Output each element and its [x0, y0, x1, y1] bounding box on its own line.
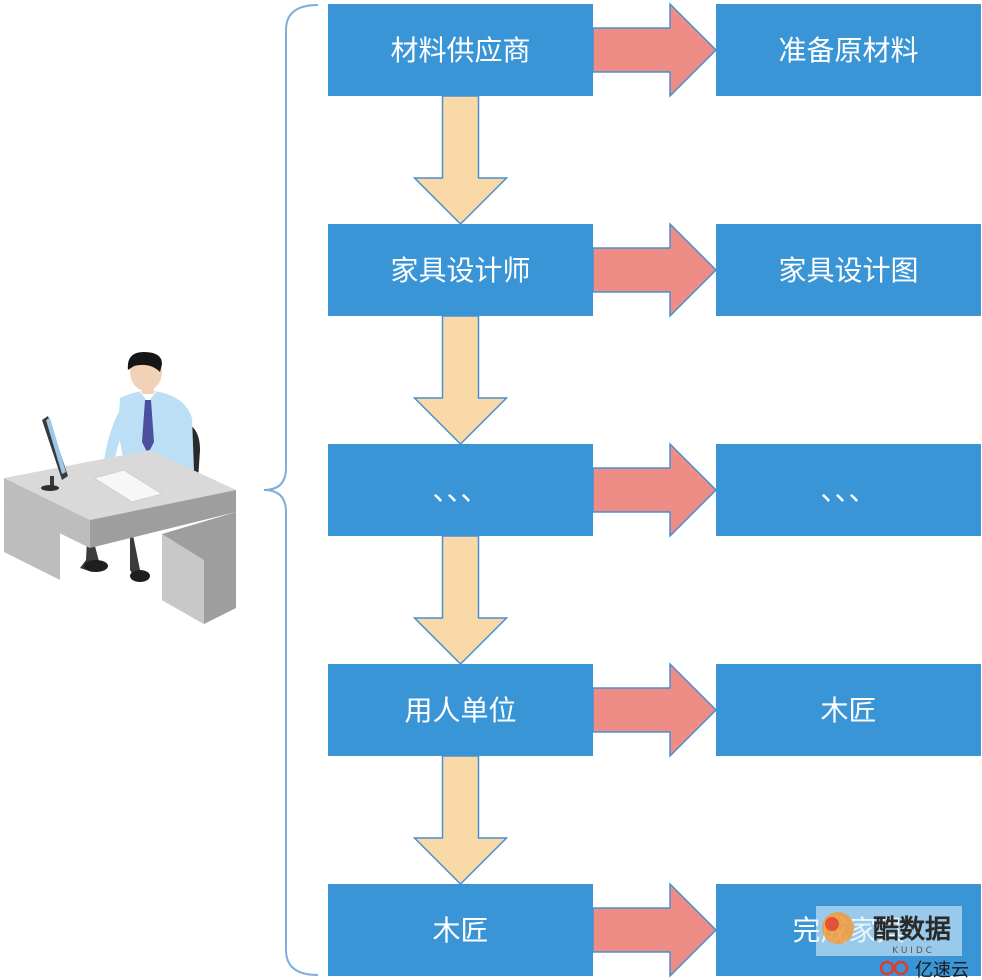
box-left-3 [328, 444, 593, 536]
right-arrow-1 [592, 2, 718, 98]
watermark: 酷数据 K U I D C 亿速云 [816, 906, 969, 980]
right-arrow-5 [592, 882, 718, 978]
box-right-1-label: 准备原材料 [778, 34, 918, 67]
person-at-desk-illustration [4, 352, 236, 624]
box-right-2 [716, 224, 981, 316]
watermark-sub-text: K U I D C [892, 946, 932, 956]
box-left-5-label: 木匠 [432, 914, 488, 947]
brace [263, 4, 319, 976]
down-arrow-1 [412, 95, 509, 226]
down-arrow-4 [412, 755, 509, 886]
down-arrow-2 [412, 315, 509, 446]
brand-text: 亿速云 [915, 960, 969, 980]
box-left-1-label: 材料供应商 [390, 34, 530, 67]
box-left-4 [328, 664, 593, 756]
box-right-4-label: 木匠 [820, 694, 876, 727]
right-arrow-4 [592, 662, 718, 758]
box-right-4 [716, 664, 981, 756]
box-right-1 [716, 4, 981, 96]
cloud-logo-icon [879, 960, 909, 976]
box-left-5 [328, 884, 593, 976]
watermark-logo-icon [822, 912, 854, 944]
box-left-2-label: 家具设计师 [390, 254, 530, 287]
down-arrow-3 [412, 535, 509, 666]
box-left-4-label: 用人单位 [404, 694, 516, 727]
watermark-main-text: 酷数据 [873, 915, 951, 945]
box-right-3-label: 、、、 [820, 474, 876, 507]
box-left-3-label: 、、、 [432, 474, 488, 507]
box-right-3 [716, 444, 981, 536]
right-arrow-3 [592, 442, 718, 538]
box-left-2 [328, 224, 593, 316]
box-right-2-label: 家具设计图 [778, 254, 918, 287]
box-left-1 [328, 4, 593, 96]
right-arrow-2 [592, 222, 718, 318]
